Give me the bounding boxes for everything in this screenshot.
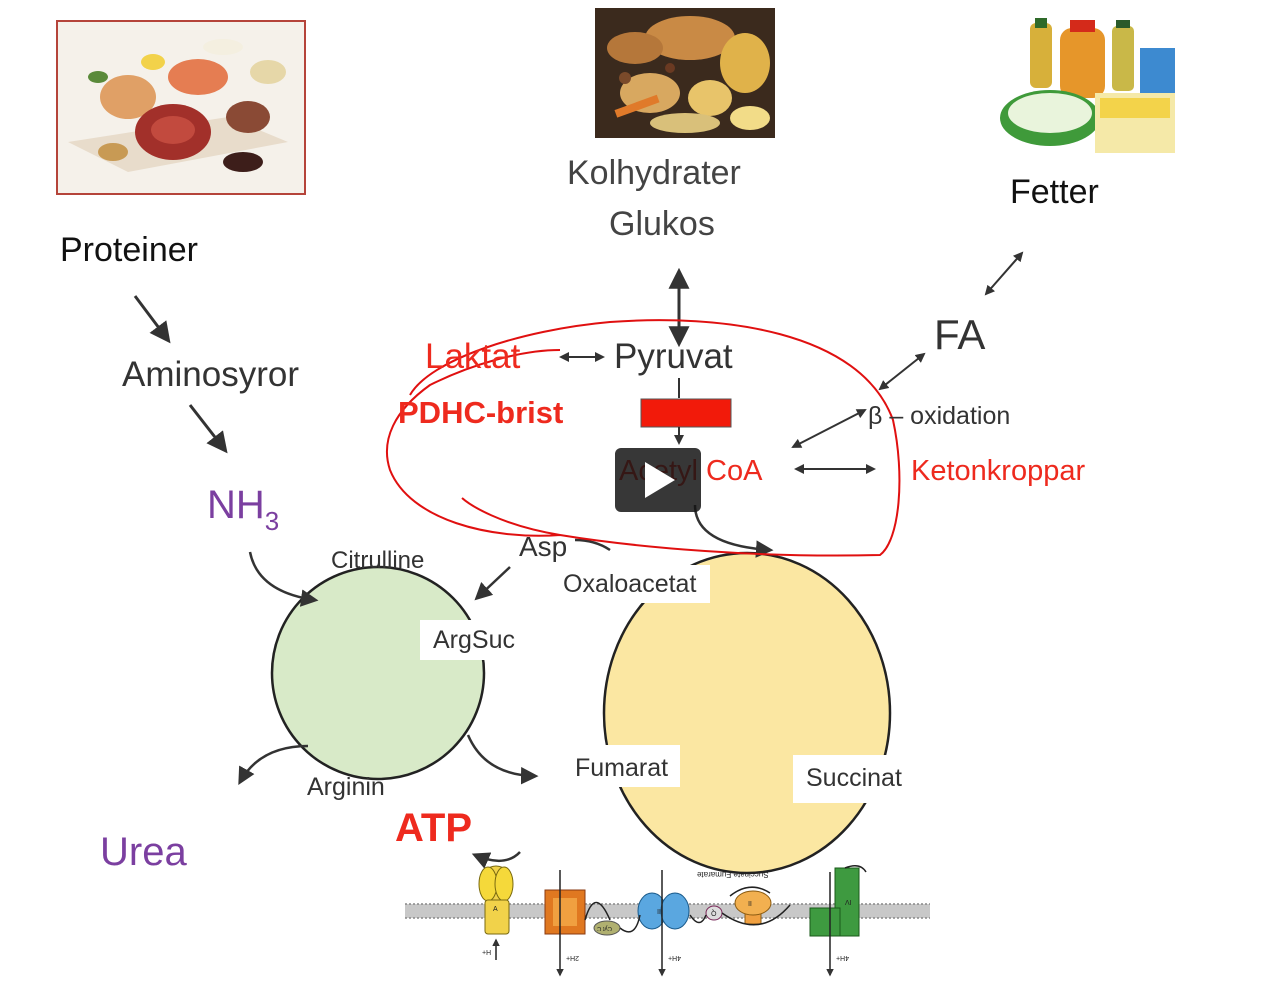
atp-synthase-label: A	[493, 906, 498, 913]
succinat-label: Succinat	[806, 764, 902, 792]
arrow-proteiner-aminosyror	[133, 295, 171, 344]
complex-iv	[809, 867, 860, 937]
h-plus-label-1: H+	[482, 948, 492, 955]
complex-i-label: I	[559, 908, 561, 915]
pdhc-brist-label: PDHC-brist	[398, 395, 564, 430]
cyt-c-label: Cyt C	[597, 925, 612, 931]
nh3-base: NH	[207, 483, 265, 527]
arrow-beta-acetylcoa	[791, 409, 867, 448]
two-h-plus-label: 2H+	[566, 954, 580, 961]
fat-foods-image	[1000, 18, 1175, 153]
aminosyror-label: Aminosyror	[122, 355, 299, 394]
arrow-fa-beta	[878, 352, 926, 391]
arrow-oxaloacetat-asp	[574, 538, 611, 552]
citrulline-label: Citrulline	[331, 547, 425, 574]
glukos-label: Glukos	[609, 205, 715, 243]
electron-transport-chain	[405, 865, 930, 977]
ketonkroppar-label: Ketonkroppar	[911, 455, 1086, 487]
complex-iii	[637, 892, 690, 930]
hand-drawn-annotation	[385, 319, 901, 557]
complex-ii	[734, 890, 772, 925]
complex-iii-label: III	[657, 907, 663, 914]
arrow-argsuc-fumarat	[466, 734, 539, 785]
four-h-plus-label-2: 4H+	[836, 954, 850, 961]
arrow-asp-argsuc	[474, 566, 511, 601]
fa-label: FA	[934, 311, 986, 358]
proteiner-label: Proteiner	[60, 231, 198, 269]
beta-oxidation-label: β – oxidation	[868, 402, 1011, 430]
nh3-subscript: 3	[264, 506, 280, 536]
arrow-etc-atp	[471, 851, 521, 869]
arrow-acetylcoa-tca	[693, 504, 774, 558]
pyruvat-label: Pyruvat	[614, 337, 733, 376]
succinate-fumarate-label: Succinate Fumarate	[697, 870, 769, 879]
oxaloacetat-label: Oxaloacetat	[563, 570, 697, 598]
nh3-label: NH3	[207, 483, 279, 534]
play-icon	[645, 462, 675, 498]
complex-iv-label: IV	[845, 898, 852, 905]
pdhc-block	[640, 398, 732, 428]
arrow-nh3-citrulline	[248, 551, 319, 607]
arrow-aminosyror-nh3	[188, 404, 228, 454]
fumarat-label: Fumarat	[575, 754, 669, 782]
urea-label: Urea	[100, 830, 187, 874]
q-label: Q	[711, 909, 717, 916]
carbohydrate-foods-image	[595, 8, 775, 138]
protein-foods-image	[56, 20, 306, 195]
asp-label: Asp	[519, 531, 568, 562]
atp-synthase-complex	[478, 865, 514, 935]
video-play-button[interactable]	[615, 448, 701, 512]
laktat-label: Laktat	[425, 337, 521, 376]
four-h-plus-label-1: 4H+	[668, 954, 682, 961]
kolhydrater-label: Kolhydrater	[567, 154, 741, 192]
atp-label: ATP	[395, 806, 473, 850]
complex-ii-label: II	[748, 899, 752, 906]
complex-i	[544, 889, 586, 935]
arrow-arginin-urea	[238, 744, 309, 786]
argsuc-label: ArgSuc	[433, 626, 515, 654]
arginin-label: Arginin	[307, 773, 385, 801]
arrow-fetter-fa	[984, 251, 1024, 296]
fetter-label: Fetter	[1010, 173, 1099, 211]
